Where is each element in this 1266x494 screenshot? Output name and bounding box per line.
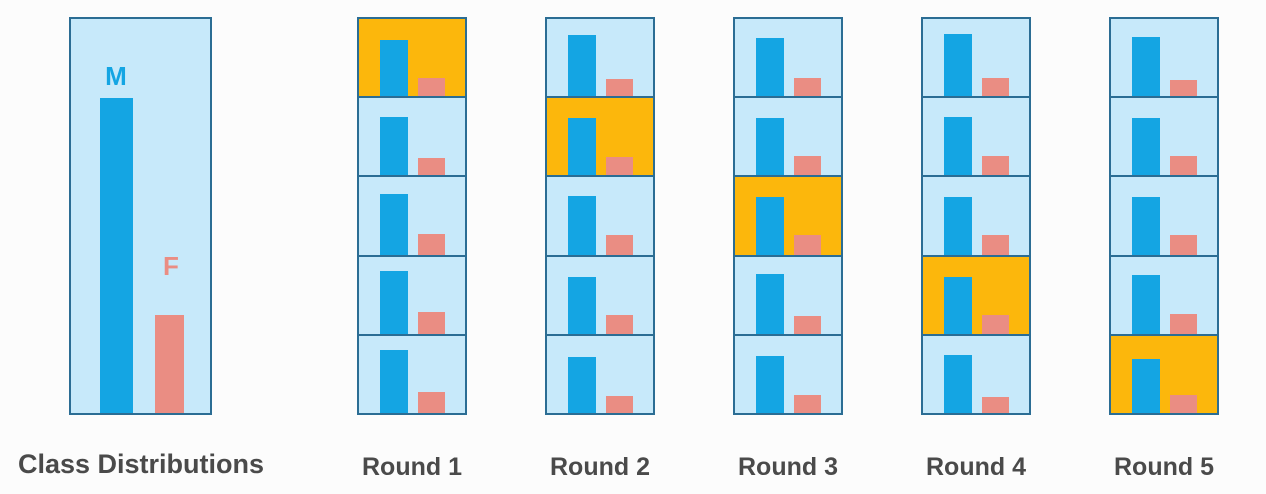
round-label: Round 1 xyxy=(362,453,462,481)
fold-stack xyxy=(545,17,655,415)
female-mini-bar xyxy=(418,78,445,97)
validation-fold-cell xyxy=(547,96,653,176)
round-label: Round 3 xyxy=(738,453,838,481)
female-mini-bar xyxy=(606,156,633,176)
round-column-1: Round 1 xyxy=(357,17,467,482)
round-column-2: Round 2 xyxy=(545,17,655,482)
female-mini-bar xyxy=(1170,394,1197,414)
male-mini-bar xyxy=(1132,36,1160,97)
female-mini-bar xyxy=(418,233,445,255)
training-fold-cell xyxy=(1111,254,1217,334)
female-mini-bar xyxy=(982,78,1009,97)
training-fold-cell xyxy=(735,19,841,97)
validation-fold-cell xyxy=(1111,333,1217,414)
female-mini-bar xyxy=(794,394,821,414)
male-mini-bar xyxy=(944,197,972,255)
class-distribution-box: M F xyxy=(69,17,212,415)
training-fold-cell xyxy=(735,254,841,334)
female-mini-bar xyxy=(794,156,821,176)
training-fold-cell xyxy=(359,175,465,255)
male-mini-bar xyxy=(380,39,408,97)
female-mini-bar xyxy=(606,396,633,414)
female-mini-bar xyxy=(1170,234,1197,255)
male-mini-bar xyxy=(568,357,596,414)
female-mini-bar xyxy=(418,157,445,176)
female-class-label: F xyxy=(163,251,179,281)
female-mini-bar xyxy=(606,234,633,255)
female-mini-bar xyxy=(794,235,821,255)
round-label: Round 4 xyxy=(926,453,1026,481)
male-mini-bar xyxy=(944,355,972,414)
training-fold-cell xyxy=(1111,96,1217,176)
male-mini-bar xyxy=(568,195,596,255)
male-mini-bar xyxy=(1132,358,1160,414)
male-mini-bar xyxy=(944,34,972,97)
male-mini-bar xyxy=(1132,197,1160,255)
male-mini-bar xyxy=(380,193,408,255)
round-column-4: Round 4 xyxy=(921,17,1031,482)
female-mini-bar xyxy=(606,315,633,334)
training-fold-cell xyxy=(923,96,1029,176)
male-mini-bar xyxy=(568,35,596,97)
round-label: Round 2 xyxy=(550,453,650,481)
round-column-3: Round 3 xyxy=(733,17,843,482)
round-label: Round 5 xyxy=(1114,453,1214,481)
fold-stack xyxy=(921,17,1031,415)
male-mini-bar xyxy=(568,117,596,176)
male-mini-bar xyxy=(756,117,784,176)
male-mini-bar xyxy=(756,197,784,255)
male-mini-bar xyxy=(380,116,408,176)
training-fold-cell xyxy=(735,333,841,414)
female-mini-bar xyxy=(606,79,633,97)
female-mini-bar xyxy=(794,77,821,97)
female-mini-bar xyxy=(982,235,1009,255)
fold-stack xyxy=(1109,17,1219,415)
training-fold-cell xyxy=(359,254,465,334)
male-mini-bar xyxy=(568,276,596,334)
female-mini-bar xyxy=(1170,80,1197,97)
training-fold-cell xyxy=(735,96,841,176)
training-fold-cell xyxy=(547,254,653,334)
male-mini-bar xyxy=(380,271,408,334)
female-mini-bar xyxy=(982,315,1009,334)
male-mini-bar xyxy=(756,274,784,334)
rounds-container: Round 1 Round 2 Round 3 Round 4 Round 5 xyxy=(357,17,1219,482)
male-class-bar xyxy=(100,97,133,413)
training-fold-cell xyxy=(923,175,1029,255)
training-fold-cell xyxy=(923,19,1029,97)
female-mini-bar xyxy=(1170,313,1197,334)
female-mini-bar xyxy=(982,396,1009,414)
female-mini-bar xyxy=(794,316,821,334)
female-mini-bar xyxy=(418,392,445,414)
training-fold-cell xyxy=(923,333,1029,414)
training-fold-cell xyxy=(1111,19,1217,97)
male-class-label: M xyxy=(105,61,127,91)
fold-stack xyxy=(733,17,843,415)
male-mini-bar xyxy=(944,116,972,176)
round-column-5: Round 5 xyxy=(1109,17,1219,482)
female-class-bar xyxy=(155,314,184,413)
male-mini-bar xyxy=(756,355,784,414)
fold-stack xyxy=(357,17,467,415)
training-fold-cell xyxy=(547,175,653,255)
training-fold-cell xyxy=(547,333,653,414)
training-fold-cell xyxy=(547,19,653,97)
validation-fold-cell xyxy=(923,254,1029,334)
female-mini-bar xyxy=(418,312,445,334)
validation-fold-cell xyxy=(735,175,841,255)
male-mini-bar xyxy=(756,37,784,97)
male-mini-bar xyxy=(380,350,408,414)
female-mini-bar xyxy=(982,156,1009,176)
male-mini-bar xyxy=(1132,275,1160,334)
class-distribution-caption: Class Distributions xyxy=(17,449,265,479)
training-fold-cell xyxy=(1111,175,1217,255)
training-fold-cell xyxy=(359,96,465,176)
male-mini-bar xyxy=(1132,117,1160,176)
validation-fold-cell xyxy=(359,19,465,97)
training-fold-cell xyxy=(359,333,465,414)
female-mini-bar xyxy=(1170,156,1197,176)
male-mini-bar xyxy=(944,277,972,334)
